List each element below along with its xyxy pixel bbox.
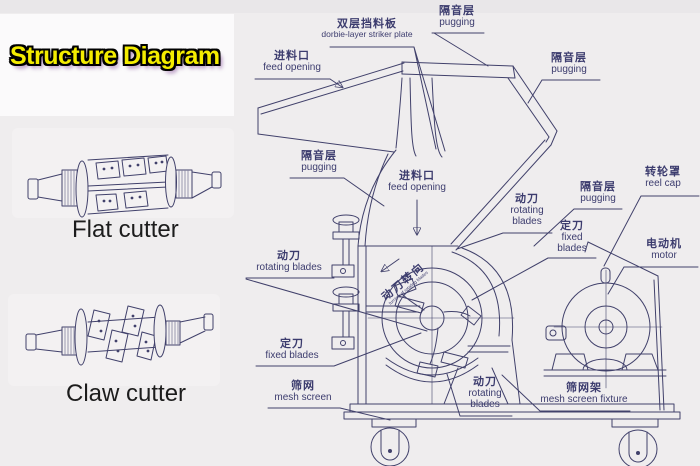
machine-drawing <box>257 61 681 466</box>
scan-artifact-band <box>0 0 700 13</box>
callout-pugging-right: 隔音层 pugging <box>552 181 644 204</box>
claw-cutter-panel <box>8 294 220 386</box>
pugging-label-zh: 隔音层 <box>439 5 475 17</box>
feed-direction-arrow-left <box>329 78 342 87</box>
caster-wheel-right <box>618 429 658 466</box>
fixed-blades-label-zh: 定刀 <box>560 220 584 232</box>
rotating-blades-label-en: rotating blades <box>468 388 502 411</box>
motor-label-en: motor <box>651 250 677 262</box>
pugging-label-zh: 隔音层 <box>551 52 587 64</box>
callout-leader-lines <box>245 32 700 421</box>
feed-opening-label-zh: 进料口 <box>274 50 310 62</box>
rotating-blades-label-zh: 动刀 <box>277 250 301 262</box>
feed-hopper <box>257 62 405 153</box>
flat-cutter-caption: Flat cutter <box>72 216 179 243</box>
claw-cutter-caption: Claw cutter <box>66 380 187 407</box>
reel-cap-label-en: reel cap <box>645 178 681 190</box>
callout-pugging-mid-left: 隔音层 pugging <box>272 150 366 173</box>
rotating-blades-label-zh: 动刀 <box>515 193 539 205</box>
mesh-screen-label-en: mesh screen <box>274 392 332 404</box>
striker-plate-lid <box>401 61 516 158</box>
callout-fixed-blades-left: 定刀 fixed blades <box>240 338 344 361</box>
title-background-panel <box>0 14 234 116</box>
mesh-screen-label-zh: 筛网 <box>291 380 315 392</box>
fixed-blades-label-en: fixed blades <box>265 350 319 362</box>
mesh-screen-fixture-label-zh: 筛网架 <box>566 382 602 394</box>
callout-rotating-blades-bottom: 动刀 rotating blades <box>458 376 512 410</box>
callout-rotating-blades-upper-right: 动刀 rotating blades <box>498 193 556 227</box>
base-frame <box>343 403 681 428</box>
fixed-blades-label-zh: 定刀 <box>280 338 304 350</box>
callout-striker-plate: 双层挡料板 dorbie-layer striker plate <box>292 18 442 39</box>
pugging-label-zh: 隔音层 <box>301 150 337 162</box>
pugging-label-en: pugging <box>439 17 475 29</box>
feed-opening-label-en: feed opening <box>263 62 321 74</box>
callout-motor: 电动机 motor <box>626 238 700 261</box>
pugging-label-en: pugging <box>551 64 587 76</box>
reel-cap-label-zh: 转轮罩 <box>645 166 681 178</box>
caster-wheel-left <box>370 427 410 466</box>
sloped-cover <box>450 65 558 251</box>
striker-plate-label-zh: 双层挡料板 <box>337 18 397 30</box>
callout-feed-opening-left: 进料口 feed opening <box>242 50 342 73</box>
fixed-blades-label-en: fixed blades <box>557 232 587 255</box>
callout-pugging-top-right: 隔音层 pugging <box>530 52 608 75</box>
pugging-label-zh: 隔音层 <box>580 181 616 193</box>
callout-feed-opening-center: 进料口 feed opening <box>367 170 467 193</box>
claw-cutter-drawing <box>25 304 214 366</box>
adjusting-bolt-upper <box>331 214 360 278</box>
callout-rotating-blades-left: 动刀 rotating blades <box>228 250 350 273</box>
flat-cutter-drawing <box>27 154 222 218</box>
motor-label-zh: 电动机 <box>646 238 682 250</box>
mesh-screen-fixture-label-en: mesh screen fixture <box>540 394 628 406</box>
rotating-blades-label-zh: 动刀 <box>473 376 497 388</box>
rotating-blades-label-en: rotating blades <box>510 205 544 228</box>
feed-opening-label-zh: 进料口 <box>399 170 435 182</box>
adjusting-bolt-lower <box>331 286 360 350</box>
callout-pugging-top: 隔音层 pugging <box>418 5 496 28</box>
pugging-label-en: pugging <box>301 162 337 174</box>
motor-drawing <box>543 267 667 389</box>
belt-guard-panel <box>584 241 665 411</box>
callout-mesh-screen-fixture: 筛网架 mesh screen fixture <box>510 382 658 405</box>
striker-plate-label-en: dorbie-layer striker plate <box>321 29 413 40</box>
pugging-label-en: pugging <box>580 193 616 205</box>
feed-opening-label-en: feed opening <box>388 182 446 194</box>
page-title: Structure Diagram <box>10 42 220 70</box>
rotating-blades-label-en: rotating blades <box>256 262 322 274</box>
callout-fixed-blades-right: 定刀 fixed blades <box>546 220 598 254</box>
rotor <box>367 245 515 405</box>
callout-mesh-screen: 筛网 mesh screen <box>248 380 358 403</box>
rotation-direction-arrow <box>382 258 400 271</box>
callout-reel-cap: 转轮罩 reel cap <box>620 166 700 189</box>
